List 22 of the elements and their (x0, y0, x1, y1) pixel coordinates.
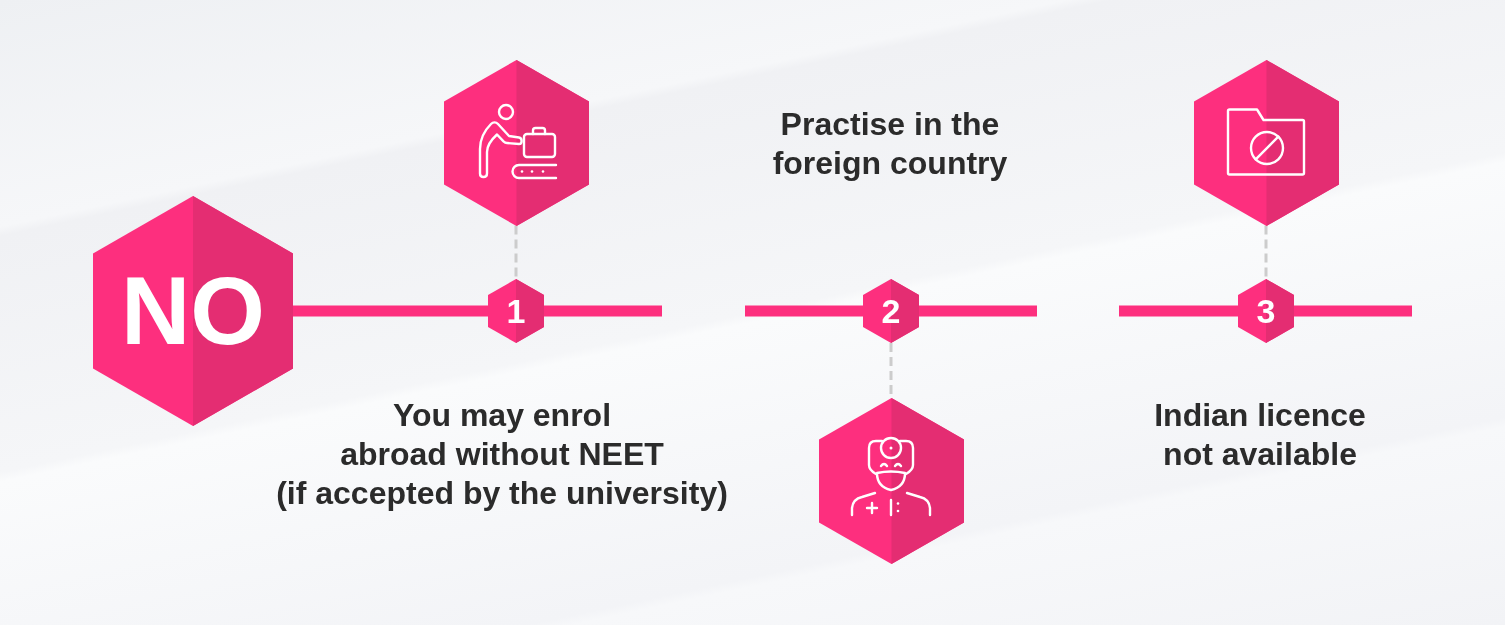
timeline-line (745, 305, 863, 317)
step-hexagon (863, 279, 919, 343)
step-number: 3 (1256, 294, 1276, 328)
step-hexagon (488, 279, 544, 343)
icon-hexagon (443, 59, 589, 226)
icon-hexagon (1193, 59, 1339, 226)
step-description: Practise in the foreign country (772, 105, 1008, 183)
step-hexagon (1238, 279, 1294, 343)
dashed-connector (1264, 225, 1268, 279)
step-number: 1 (506, 294, 526, 328)
step-description: Indian licence not available (1154, 396, 1366, 474)
timeline-line (1294, 305, 1412, 317)
badge-text: NO (121, 263, 265, 359)
step-number: 2 (881, 294, 901, 328)
hexagon-badge (93, 196, 293, 426)
timeline-line (544, 305, 662, 317)
step-description: You may enrol abroad without NEET (if accepted by the university) (276, 396, 728, 513)
dashed-connector (514, 225, 518, 279)
timeline-line (919, 305, 1037, 317)
icon-hexagon (818, 397, 964, 564)
timeline-line (293, 305, 488, 317)
timeline-line (1119, 305, 1238, 317)
